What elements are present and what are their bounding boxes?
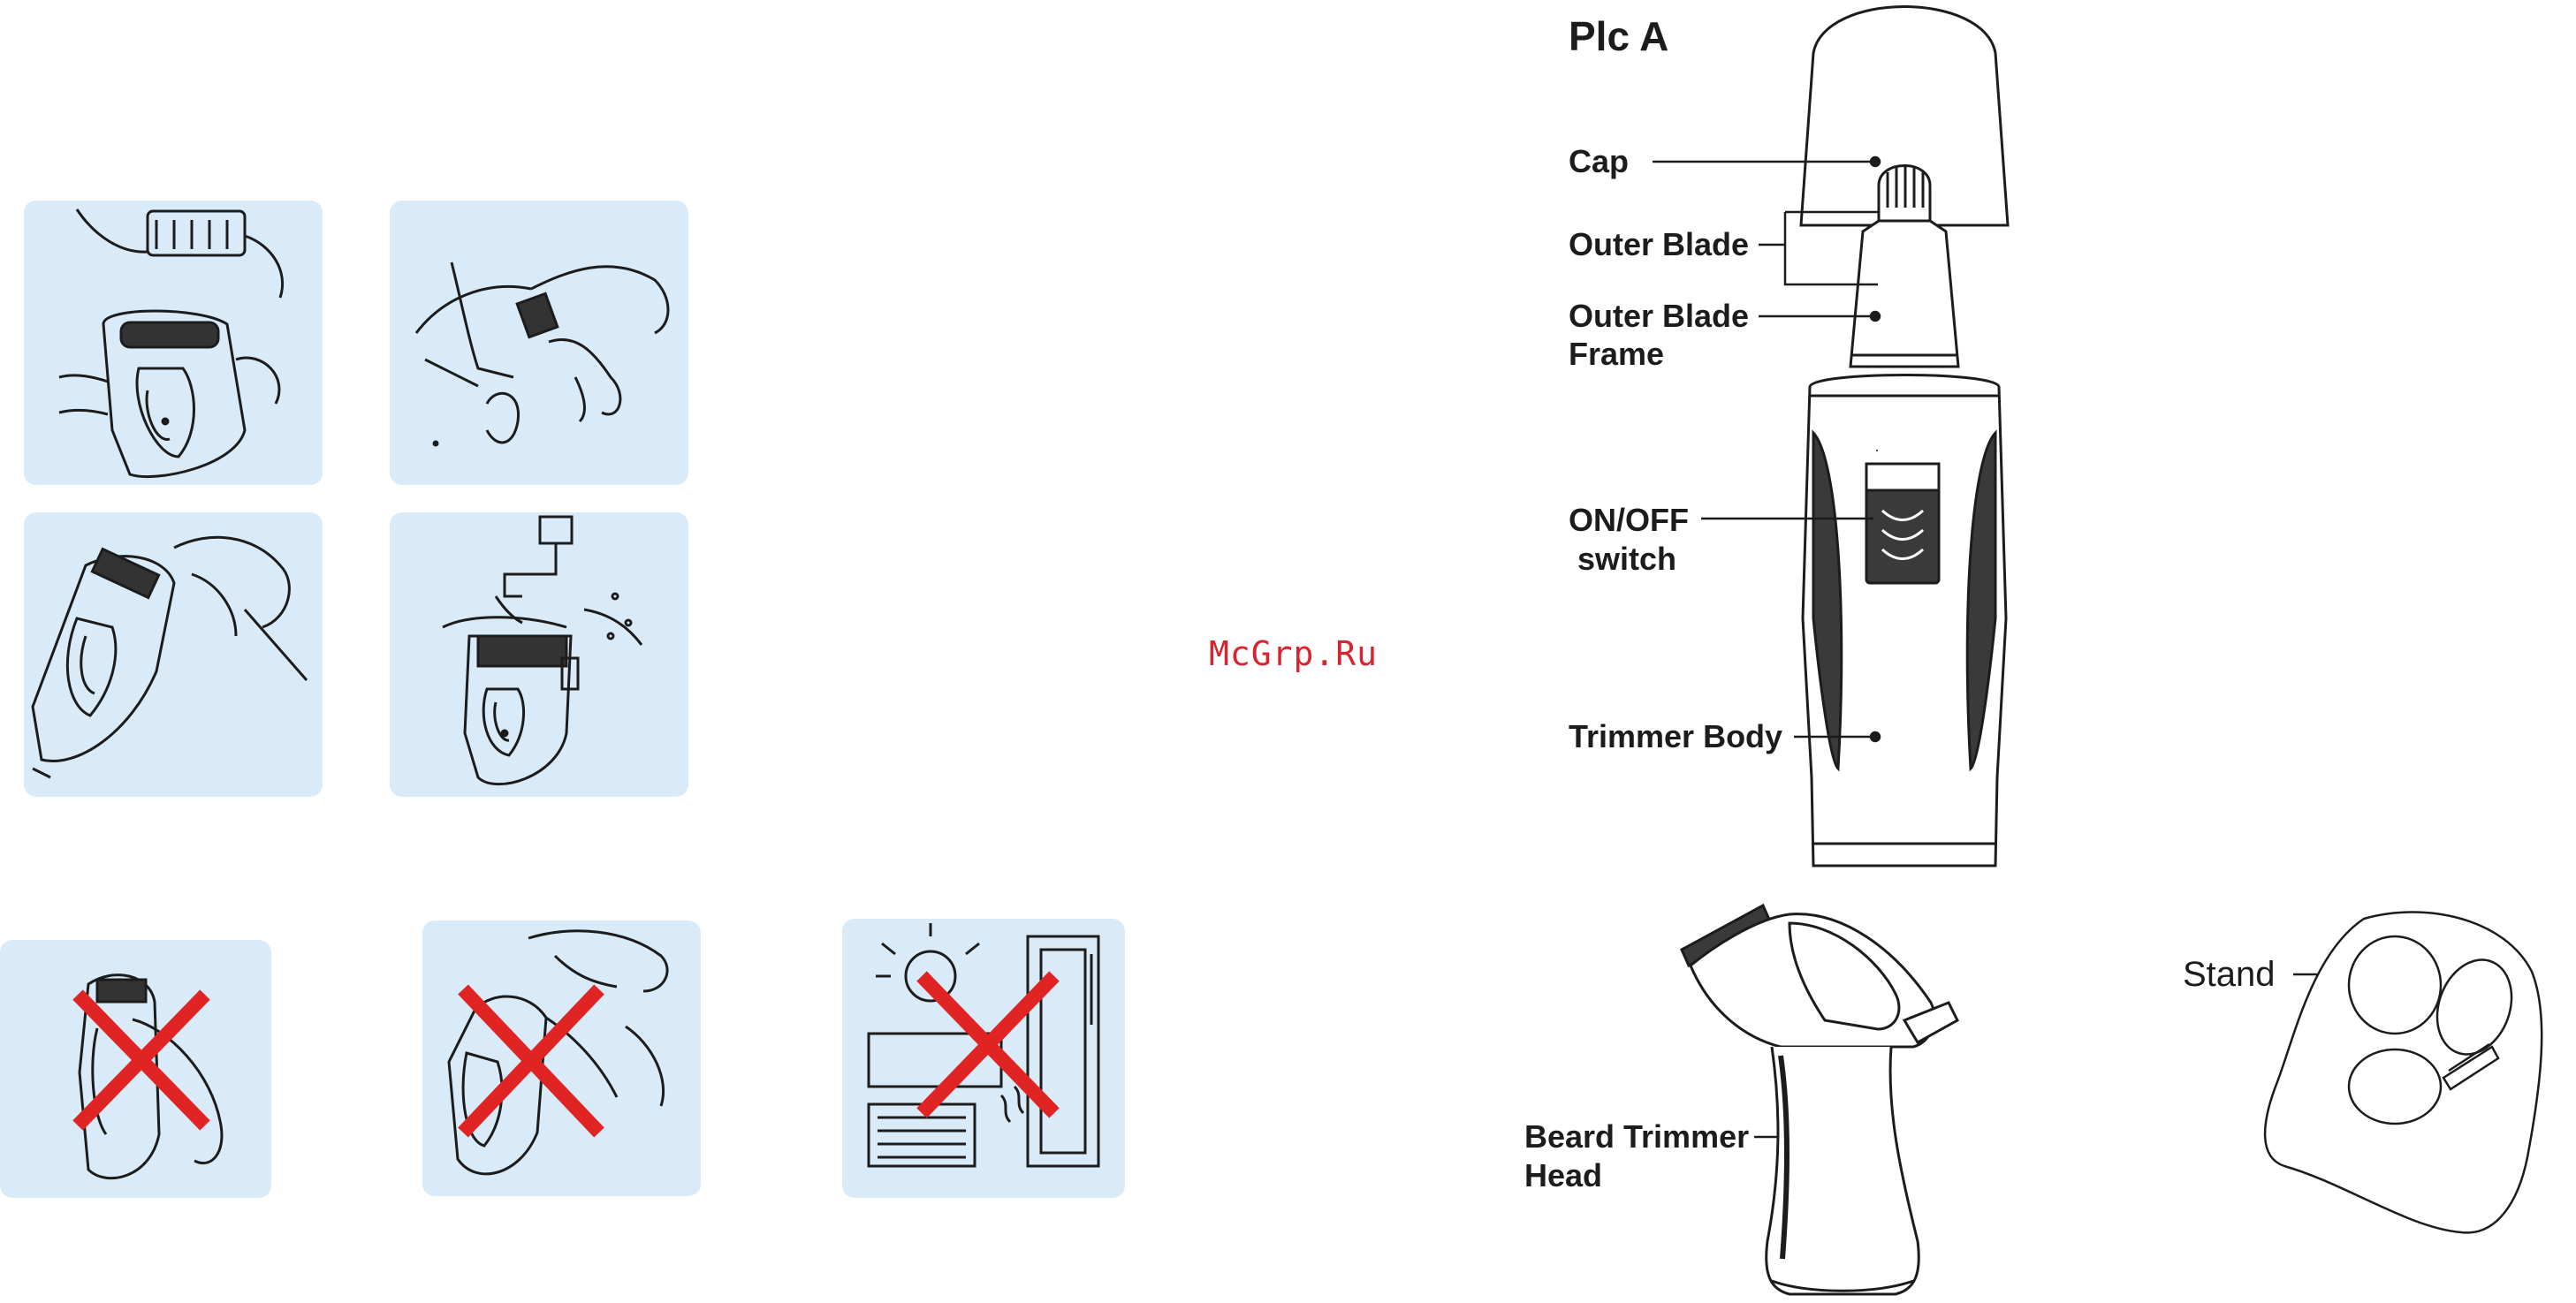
label-switch-line1: ON/OFF — [1569, 502, 1689, 539]
label-outer-blade-frame-line2: Frame — [1569, 336, 1664, 373]
label-trimmer-body: Trimmer Body — [1569, 718, 1782, 755]
label-beard-trimmer-head-line2: Head — [1524, 1157, 1602, 1194]
stand-illustration — [2258, 901, 2549, 1246]
beard-trimmer-head-illustration — [1675, 888, 1975, 1303]
label-cap: Cap — [1569, 143, 1629, 180]
label-stand: Stand — [2183, 956, 2276, 993]
label-switch-line2: switch — [1577, 541, 1676, 578]
label-outer-blade-frame-line1: Outer Blade — [1569, 298, 1749, 335]
label-outer-blade: Outer Blade — [1569, 226, 1749, 263]
label-beard-trimmer-head-line1: Beard Trimmer — [1524, 1118, 1749, 1155]
